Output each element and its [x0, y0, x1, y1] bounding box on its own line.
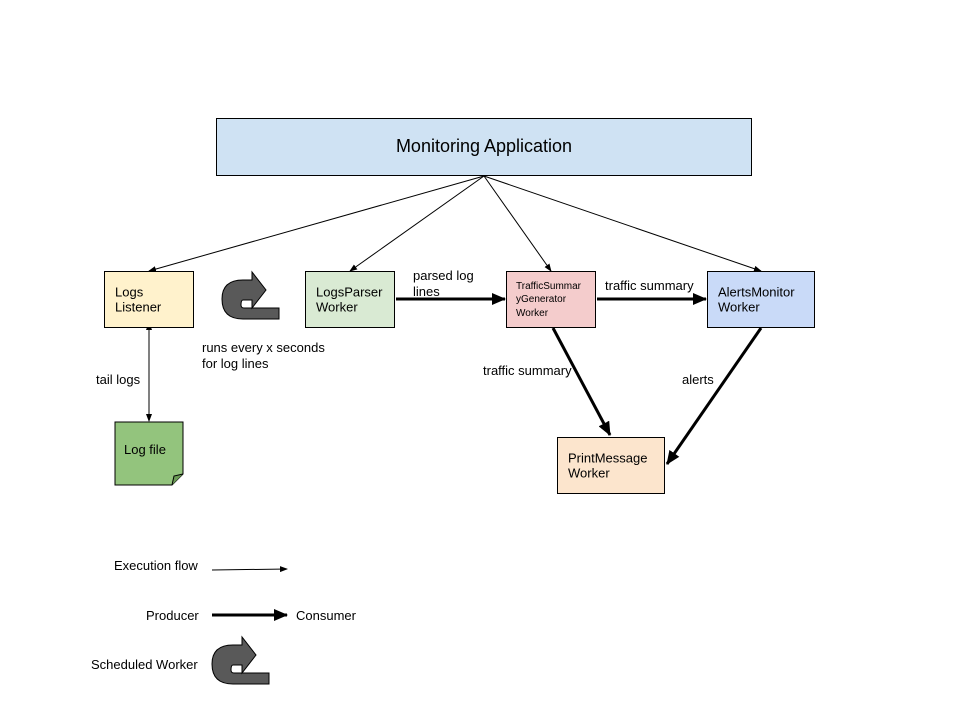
- print-message-label: PrintMessage Worker: [568, 449, 648, 481]
- log-file-label: Log file: [124, 442, 166, 457]
- monitoring-application-box: Monitoring Application: [216, 118, 752, 176]
- traffic-to-print-edge: [551, 327, 612, 436]
- flow-edge-traffic-generator: [483, 175, 552, 272]
- logs-parser-label: LogsParser Worker: [316, 283, 383, 315]
- monitoring-application-label: Monitoring Application: [395, 136, 573, 157]
- document-icon: [114, 421, 184, 486]
- traffic-summary-generator-node: TrafficSummar yGenerator Worker: [506, 271, 596, 328]
- traffic-summary-edge-label: traffic summary: [605, 278, 694, 293]
- logs-listener-label: Logs Listener: [115, 283, 162, 315]
- scheduled-worker-icon: [221, 270, 280, 320]
- alerts-to-print-edge: [665, 327, 763, 465]
- legend-consumer-label: Consumer: [296, 608, 356, 623]
- flow-edge-alerts-monitor: [483, 175, 762, 272]
- tail-logs-label: tail logs: [96, 372, 141, 387]
- logs-parser-node: LogsParser Worker: [305, 271, 395, 328]
- schedule-note: runs every x seconds for log lines: [202, 340, 325, 371]
- traffic-summary-down-edge-label: traffic summary: [483, 363, 572, 378]
- alerts-monitor-node: AlertsMonitor Worker: [707, 271, 815, 328]
- flow-edge-logs-parser: [349, 175, 485, 272]
- traffic-summary-generator-label: TrafficSummar yGenerator Worker: [516, 280, 582, 319]
- print-message-node: PrintMessage Worker: [557, 437, 665, 494]
- legend-scheduled-worker-icon: [211, 635, 270, 685]
- legend-execution-flow-label: Execution flow: [114, 558, 198, 573]
- legend-producer-label: Producer: [146, 608, 199, 623]
- legend-execution-flow-arrow: [211, 566, 288, 573]
- logs-listener-node: Logs Listener: [104, 271, 194, 328]
- parsed-log-lines-label: parsed log lines: [413, 268, 474, 299]
- alerts-monitor-label: AlertsMonitor Worker: [718, 283, 795, 315]
- flow-edge-logs-listener: [148, 175, 485, 272]
- legend-scheduled-worker-label: Scheduled Worker: [91, 657, 198, 672]
- alerts-edge-label: alerts: [682, 372, 714, 387]
